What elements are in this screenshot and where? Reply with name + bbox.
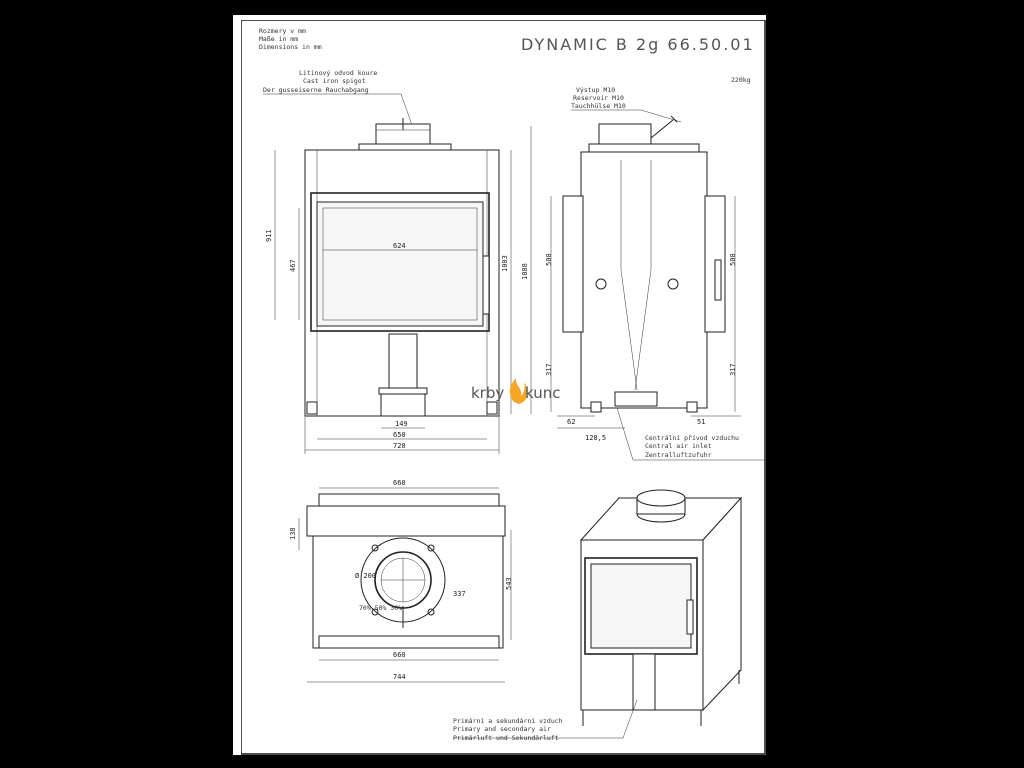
dim-660-top: 660 [393,479,406,487]
central-air-en: Central air inlet [645,442,712,450]
dim-500-left: 500 [545,253,553,266]
air-percent-text: 70% 50% 30% [359,604,402,612]
units-cz: Rozmery v mm [259,27,306,35]
top-view: 660 138 543 337 Ø 200 70% 50% 30% 660 74… [289,479,513,683]
dim-149: 149 [395,420,408,428]
units-de: Maße in mm [259,35,298,43]
drawing-frame [241,20,766,755]
dim-911: 911 [265,229,273,242]
primary-air-en: Primary and secondary air [453,725,551,733]
central-air-cz: Centrální přívod vzduchu [645,434,739,442]
primary-air-de: Primärluft und Sekundärluft [453,734,559,742]
drawing-title: DYNAMIC B 2g 66.50.01 [521,35,755,54]
dim-317-right: 317 [729,363,737,376]
logo-text-left: krby [471,384,504,402]
dim-1003: 1003 [501,255,509,272]
technical-drawing: Rozmery v mm Maße in mm Dimensions in mm… [241,20,766,755]
dim-128-5: 128,5 [585,434,606,442]
dim-337: 337 [453,590,466,598]
spigot-callout: Litinový odvod koure Cast iron spigot De… [263,69,414,129]
logo-text-right: kunc [525,384,561,402]
dim-200: Ø 200 [355,572,376,580]
units-en: Dimensions in mm [259,43,322,51]
outlet-callout: Výstup M10 Reservoir M10 Tauchhülse M10 [571,86,682,123]
dim-660-bottom: 660 [393,651,406,659]
flame-icon [509,378,528,404]
dim-744: 744 [393,673,406,681]
dim-624: 624 [393,242,406,250]
dim-317-left: 317 [545,363,553,376]
outlet-cz: Výstup M10 [576,86,615,94]
dim-720: 720 [393,442,406,450]
dim-138: 138 [289,527,297,540]
spigot-en: Cast iron spigot [303,77,366,85]
dim-650: 650 [393,431,406,439]
side-view: 500 317 500 317 62 128,5 51 Centrální př… [545,115,766,461]
dim-51: 51 [697,418,705,426]
dim-62: 62 [567,418,575,426]
weight-label: 220kg [731,76,751,84]
units-note: Rozmery v mm Maße in mm Dimensions in mm [259,27,322,51]
dim-500-right: 500 [729,253,737,266]
outlet-en: Reservoir M10 [573,94,624,102]
dim-1088: 1088 [521,263,529,280]
central-air-de: Zentralluftzufuhr [645,451,712,459]
outlet-de: Tauchhülse M10 [571,102,626,110]
dim-543: 543 [505,577,513,590]
front-view: 624 467 911 1003 1088 149 650 720 [265,118,532,454]
krby-kunc-logo: krby kunc [471,378,561,404]
spigot-cz: Litinový odvod koure [299,69,377,77]
primary-air-cz: Primární a sekundární vzduch [453,717,563,725]
dim-467: 467 [289,259,297,272]
spigot-de: Der gusseiserne Rauchabgang [263,86,369,94]
isometric-view: Primární a sekundární vzduch Primary and… [453,489,743,742]
